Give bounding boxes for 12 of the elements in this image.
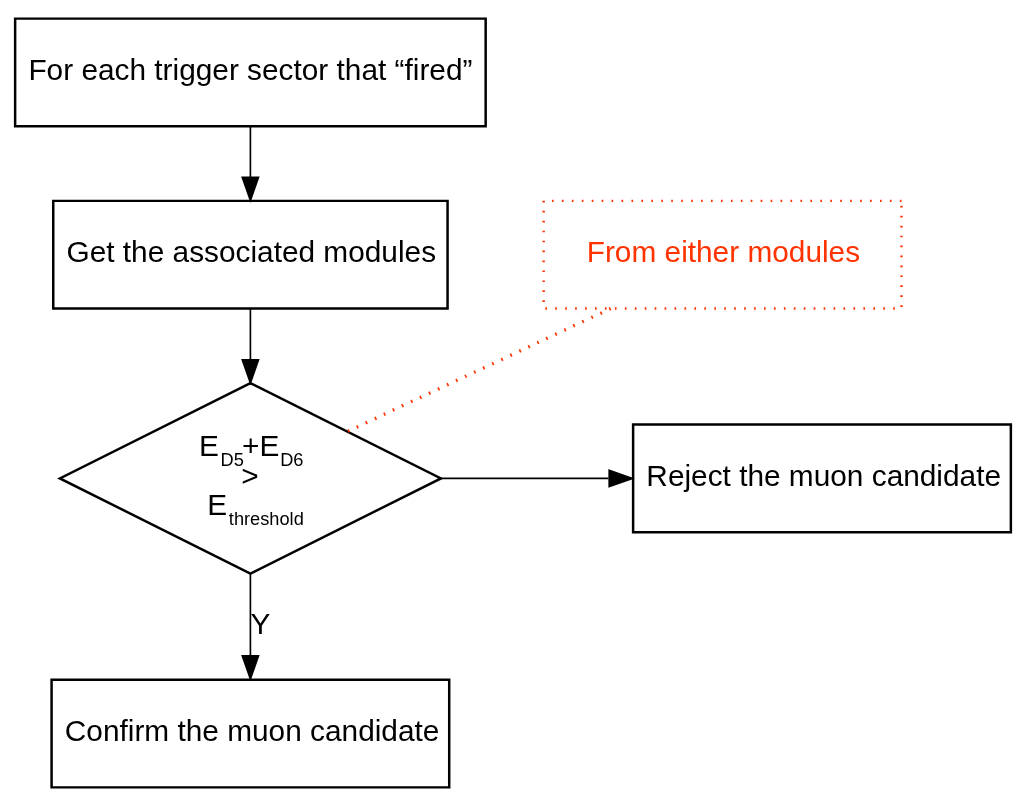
node-box: From either modules	[542, 199, 903, 310]
connector	[347, 307, 612, 433]
arrow	[241, 307, 260, 386]
node-box: Reject the muon candidate	[631, 423, 1013, 534]
node-box: For each trigger sector that “fired”	[13, 17, 487, 128]
node-diamond: E$_{D5}$+E$_{D6}$ > E$_{threshold}$	[57, 381, 444, 576]
arrow	[440, 469, 635, 488]
arrow	[241, 572, 260, 682]
arrow	[241, 125, 260, 203]
edge-label: Y	[250, 606, 271, 640]
node-box: Get the associated modules	[52, 199, 449, 310]
node-box: Confirm the muon candidate	[50, 678, 451, 789]
